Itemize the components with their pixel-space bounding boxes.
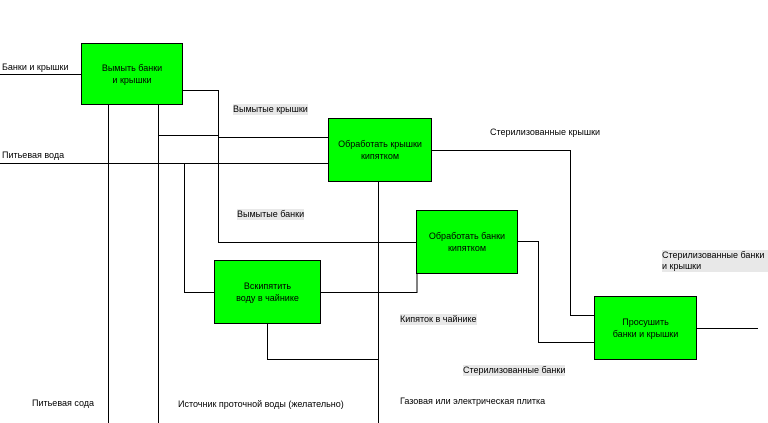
label-sterilized-jars-lids: Стерилизованные банки и крышки [662, 250, 768, 272]
activity-boil[interactable]: Вскипятить воду в чайнике [214, 260, 321, 324]
label-mech-soda: Питьевая сода [32, 398, 95, 408]
arrow-boiling-water-jars [378, 258, 418, 293]
label-mech-stove: Газовая или электрическая плитка [400, 396, 546, 406]
arrow-water-kettle [184, 163, 215, 293]
arrow-boiling-water [320, 181, 379, 293]
label-input-jars-lids: Банки и крышки [2, 62, 69, 72]
label-input-water: Питьевая вода [2, 150, 65, 160]
label-boiling-water: Кипяток в чайнике [400, 314, 477, 325]
activity-dry[interactable]: Просушить банки и крышки [594, 296, 697, 360]
arrow-sterilized-jars [517, 241, 595, 343]
label-washed-jars: Вымытые банки [237, 209, 305, 220]
arrow-washed-jars [158, 105, 417, 243]
activity-process-jars[interactable]: Обработать банки кипятком [416, 210, 518, 274]
arrow-washed-lids [183, 90, 329, 138]
activity-wash[interactable]: Вымыть банки и крышки [81, 43, 183, 105]
label-sterilized-jars: Стерилизованные банки [463, 365, 566, 376]
label-mech-tap: Источник проточной воды (желательно) [178, 399, 344, 409]
label-sterilized-lids: Стерилизованные крышки [490, 127, 601, 137]
arrow-sterilized-lids [432, 150, 595, 316]
mech-line-stove-kettle [267, 323, 379, 360]
activity-process-lids[interactable]: Обработать крышки кипятком [328, 118, 432, 182]
label-washed-lids: Вымытые крышки [233, 104, 308, 115]
